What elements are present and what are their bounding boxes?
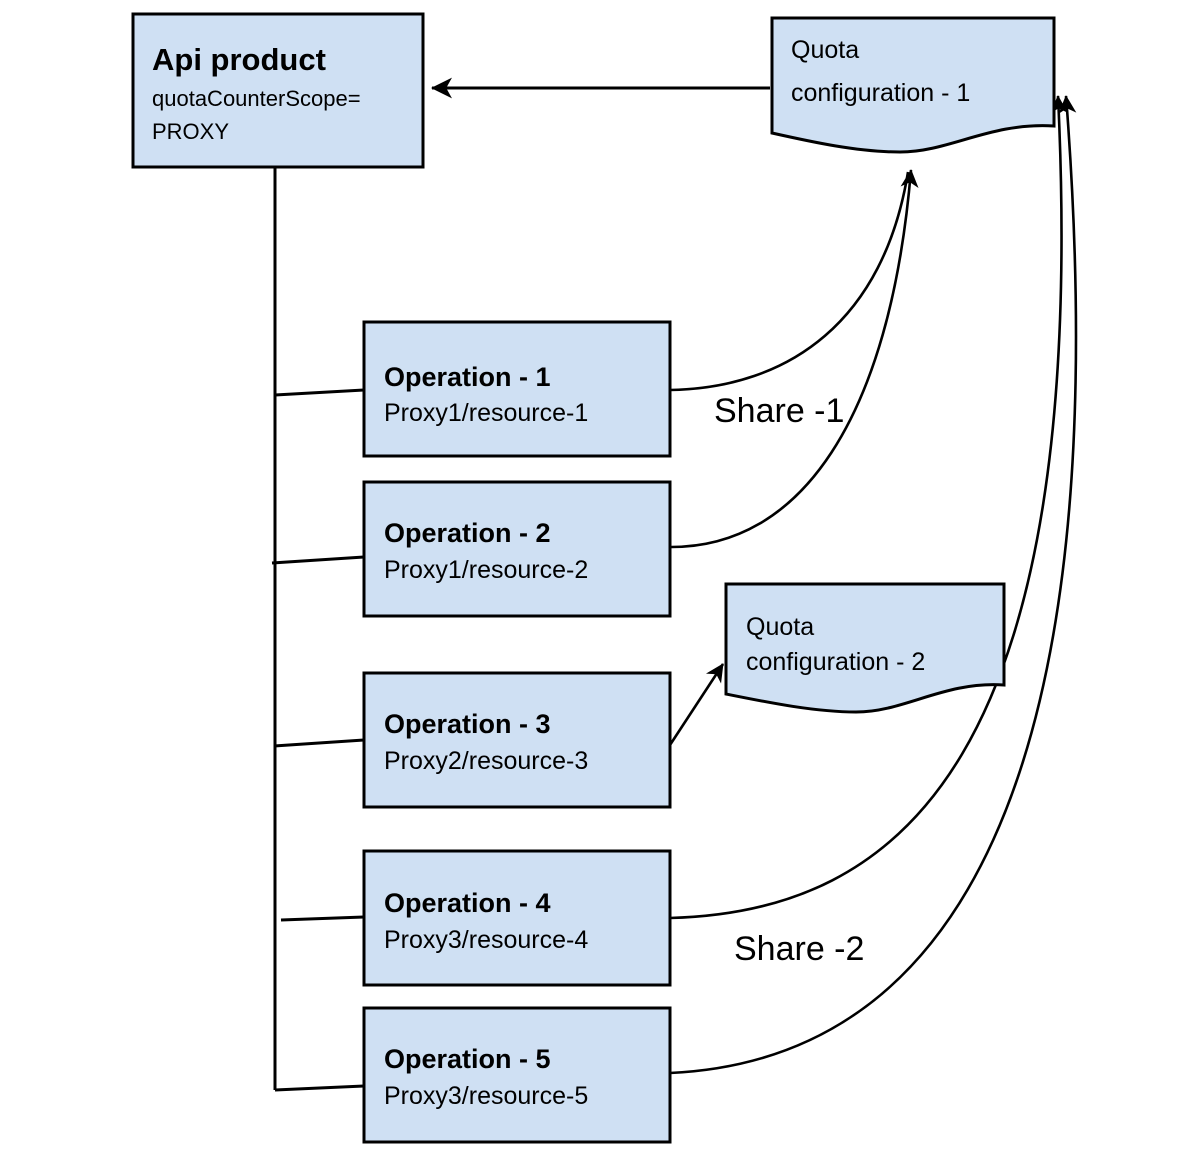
quota-config-1-document-shape[interactable] <box>770 16 1056 154</box>
quota-config-2-document-shape[interactable] <box>724 582 1006 714</box>
node-operation-1[interactable]: Operation - 1 Proxy1/resource-1 <box>362 320 672 458</box>
operation-5-resource: Proxy3/resource-5 <box>384 1082 588 1110</box>
operation-2-title: Operation - 2 <box>384 518 551 548</box>
tree-branch-operation-4 <box>280 915 365 922</box>
operation-2-resource: Proxy1/resource-2 <box>384 556 588 584</box>
operation-3-box[interactable] <box>362 671 672 809</box>
node-operation-4[interactable]: Operation - 4 Proxy3/resource-4 <box>362 849 672 987</box>
edge-operation-2-to-quota1 <box>669 169 919 549</box>
edge-group-share-1 <box>669 169 919 549</box>
operation-1-box[interactable] <box>362 320 672 458</box>
quota-config-2-line-2: configuration - 2 <box>746 648 925 676</box>
product-to-operations-connectors <box>271 167 365 1092</box>
arrow-operation-3-to-quota2 <box>666 663 725 749</box>
operation-3-resource: Proxy2/resource-3 <box>384 747 588 775</box>
operation-4-resource: Proxy3/resource-4 <box>384 926 588 954</box>
operation-4-box[interactable] <box>362 849 672 987</box>
operation-1-resource: Proxy1/resource-1 <box>384 399 588 427</box>
node-operation-3[interactable]: Operation - 3 Proxy2/resource-3 <box>362 671 672 809</box>
tree-branch-operation-1 <box>274 388 365 397</box>
operation-3-title: Operation - 3 <box>384 709 551 739</box>
api-product-scope-line-1: quotaCounterScope= <box>152 86 361 111</box>
operation-1-title: Operation - 1 <box>384 362 551 392</box>
node-api-product[interactable]: Api product quotaCounterScope= PROXY <box>131 12 425 169</box>
operation-2-box[interactable] <box>362 480 672 618</box>
api-product-title: Api product <box>152 42 326 77</box>
edge-operation-5-to-quota1 <box>669 95 1078 1075</box>
node-quota-configuration-2[interactable]: Quota configuration - 2 <box>724 582 1006 714</box>
api-product-scope-line-2: PROXY <box>152 119 229 144</box>
node-operation-2[interactable]: Operation - 2 Proxy1/resource-2 <box>362 480 672 618</box>
operation-4-title: Operation - 4 <box>384 888 551 918</box>
edge-label-group: Share -1 Share -2 <box>714 392 864 968</box>
edge-operation-1-to-quota1 <box>669 171 910 392</box>
api-product-box[interactable] <box>131 12 425 169</box>
operation-5-box[interactable] <box>362 1006 672 1144</box>
share-1-label: Share -1 <box>714 392 844 430</box>
edge-operation-4-to-quota1 <box>669 95 1068 920</box>
node-quota-configuration-1[interactable]: Quota configuration - 1 <box>770 16 1056 154</box>
edge-operation-3-to-quota2 <box>666 663 725 749</box>
node-operation-5[interactable]: Operation - 5 Proxy3/resource-5 <box>362 1006 672 1144</box>
quota-config-1-line-2: configuration - 1 <box>791 79 970 107</box>
quota-config-2-line-1: Quota <box>746 613 814 641</box>
tree-branch-operation-2 <box>271 555 365 565</box>
tree-branch-operation-3 <box>273 738 365 748</box>
operation-5-title: Operation - 5 <box>384 1044 551 1074</box>
quota-config-1-line-1: Quota <box>791 36 859 64</box>
edge-group-share-2 <box>669 95 1078 1075</box>
share-2-label: Share -2 <box>734 930 864 968</box>
tree-branch-operation-5 <box>274 1084 365 1092</box>
